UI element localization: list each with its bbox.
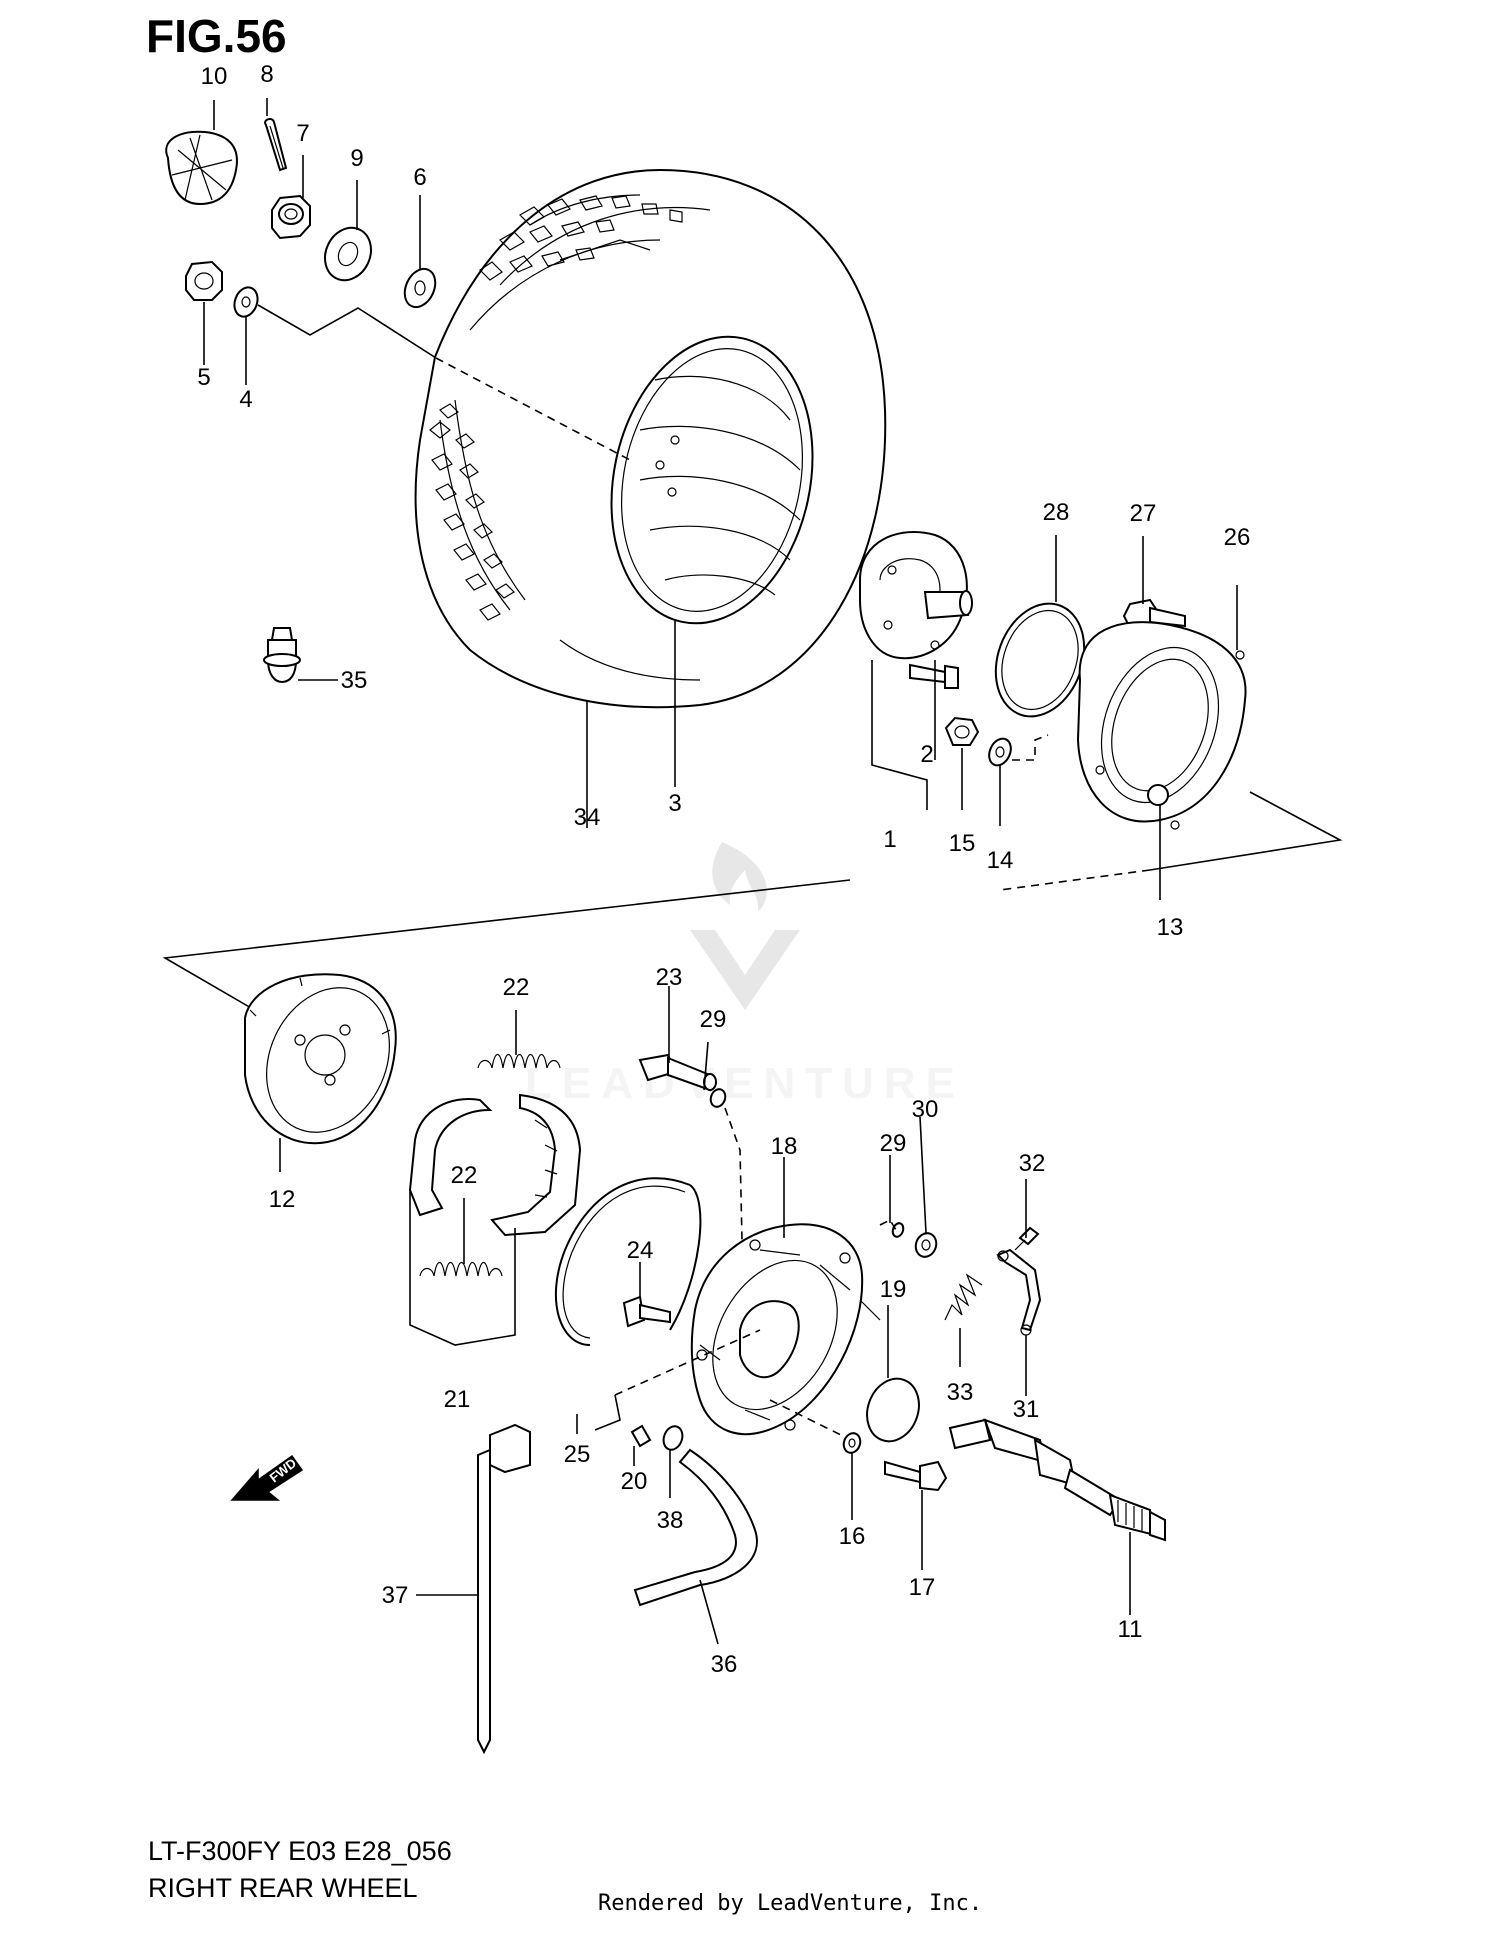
part-20-bleeder[interactable]	[630, 1424, 652, 1448]
callout-29b[interactable]: 29	[880, 1130, 907, 1157]
watermark-logo: LEADVENTURE	[525, 842, 965, 1108]
part-21-brake-shoes[interactable]	[408, 1093, 582, 1237]
callout-2[interactable]: 2	[920, 741, 933, 768]
callout-21[interactable]: 21	[444, 1386, 471, 1413]
callout-36[interactable]: 36	[711, 1651, 738, 1678]
fwd-arrow-icon: FWD	[230, 1454, 304, 1501]
callout-31[interactable]: 31	[1013, 1396, 1040, 1423]
part-4-washer[interactable]	[231, 284, 262, 320]
leader-lines	[203, 98, 1238, 1645]
part-28-o-ring[interactable]	[981, 591, 1100, 729]
callout-5[interactable]: 5	[197, 364, 210, 391]
figure-title: FIG.56	[146, 10, 287, 62]
part-33-spring[interactable]	[944, 1273, 983, 1321]
callout-labels: 10 8 7 9 6 5 4 35 34 3 28 27 26 2 1 15 1…	[197, 61, 1250, 1678]
part-17-bolt[interactable]	[884, 1460, 948, 1492]
part-16-washer[interactable]	[841, 1431, 863, 1455]
callout-28[interactable]: 28	[1043, 499, 1070, 526]
callout-14[interactable]: 14	[987, 847, 1014, 874]
part-24-bolt[interactable]	[622, 1295, 671, 1328]
part-1-hub[interactable]	[859, 531, 973, 660]
callout-6[interactable]: 6	[413, 164, 426, 191]
part-14-washer[interactable]	[985, 735, 1015, 769]
part-2-bolt[interactable]	[909, 663, 959, 689]
tire-tread-pattern	[429, 195, 683, 621]
part-7-castle-nut[interactable]	[271, 194, 311, 240]
callout-3[interactable]: 3	[668, 790, 681, 817]
callout-30[interactable]: 30	[912, 1096, 939, 1123]
part-19-plug[interactable]	[859, 1371, 928, 1448]
part-3-rim[interactable]	[586, 318, 838, 642]
part-18-brake-panel[interactable]	[687, 1223, 881, 1435]
callout-20[interactable]: 20	[621, 1468, 648, 1495]
callout-19[interactable]: 19	[880, 1276, 907, 1303]
callout-13[interactable]: 13	[1157, 914, 1184, 941]
part-29-o-ring-upper[interactable]	[708, 1087, 727, 1109]
part-35-valve[interactable]	[263, 627, 301, 684]
callout-22b[interactable]: 22	[451, 1162, 478, 1189]
section-name: RIGHT REAR WHEEL	[148, 1873, 418, 1903]
part-23-brake-cam[interactable]	[638, 1053, 717, 1092]
callout-32[interactable]: 32	[1019, 1150, 1046, 1177]
part-30-washer[interactable]	[912, 1230, 939, 1259]
callout-34[interactable]: 34	[574, 804, 601, 831]
callout-22a[interactable]: 22	[503, 974, 530, 1001]
part-11-rear-axle[interactable]	[948, 1418, 1166, 1542]
callout-18[interactable]: 18	[771, 1133, 798, 1160]
callout-4[interactable]: 4	[239, 386, 252, 413]
part-36-hose[interactable]	[633, 1448, 758, 1607]
callout-7[interactable]: 7	[296, 120, 309, 147]
callout-1[interactable]: 1	[883, 826, 896, 853]
callout-10[interactable]: 10	[201, 63, 228, 90]
part-12-brake-drum[interactable]	[244, 968, 413, 1153]
callout-16[interactable]: 16	[839, 1523, 866, 1550]
part-27-bolt[interactable]	[1122, 598, 1186, 630]
callout-23[interactable]: 23	[656, 964, 683, 991]
part-9-washer[interactable]	[317, 220, 380, 288]
rendered-by: Rendered by LeadVenture, Inc.	[598, 1891, 982, 1916]
part-31-brake-lever[interactable]	[996, 1248, 1042, 1336]
part-15-nut[interactable]	[944, 716, 980, 746]
callout-26[interactable]: 26	[1224, 524, 1251, 551]
part-37-cable-tie[interactable]	[477, 1423, 531, 1755]
callout-12[interactable]: 12	[269, 1186, 296, 1213]
part-5-wheel-nut[interactable]	[185, 260, 223, 301]
part-29-o-ring-lower[interactable]	[891, 1222, 905, 1239]
part-26-drum-cover[interactable]	[1076, 621, 1247, 830]
part-6-washer[interactable]	[399, 264, 441, 312]
callout-33[interactable]: 33	[947, 1379, 974, 1406]
callout-29a[interactable]: 29	[700, 1006, 727, 1033]
callout-11[interactable]: 11	[1118, 1616, 1143, 1643]
callout-24[interactable]: 24	[627, 1237, 654, 1264]
callout-9[interactable]: 9	[350, 145, 363, 172]
part-22-spring-upper[interactable]	[477, 1053, 561, 1069]
callout-27[interactable]: 27	[1130, 500, 1157, 527]
callout-35[interactable]: 35	[341, 667, 368, 694]
callout-25[interactable]: 25	[564, 1441, 591, 1468]
part-10-wheel-cap[interactable]	[165, 130, 238, 206]
callout-38[interactable]: 38	[657, 1507, 684, 1534]
part-38-clamp[interactable]	[660, 1424, 685, 1453]
model-code: LT-F300FY E03 E28_056	[148, 1836, 452, 1866]
callout-8[interactable]: 8	[260, 61, 273, 88]
callout-15[interactable]: 15	[949, 830, 976, 857]
part-22-spring-lower[interactable]	[419, 1261, 503, 1277]
callout-37[interactable]: 37	[382, 1582, 409, 1609]
part-25-o-ring[interactable]	[554, 1177, 702, 1346]
callout-17[interactable]: 17	[909, 1574, 936, 1601]
part-8-cotter-pin[interactable]	[264, 118, 288, 172]
watermark-text: LEADVENTURE	[525, 1059, 965, 1108]
